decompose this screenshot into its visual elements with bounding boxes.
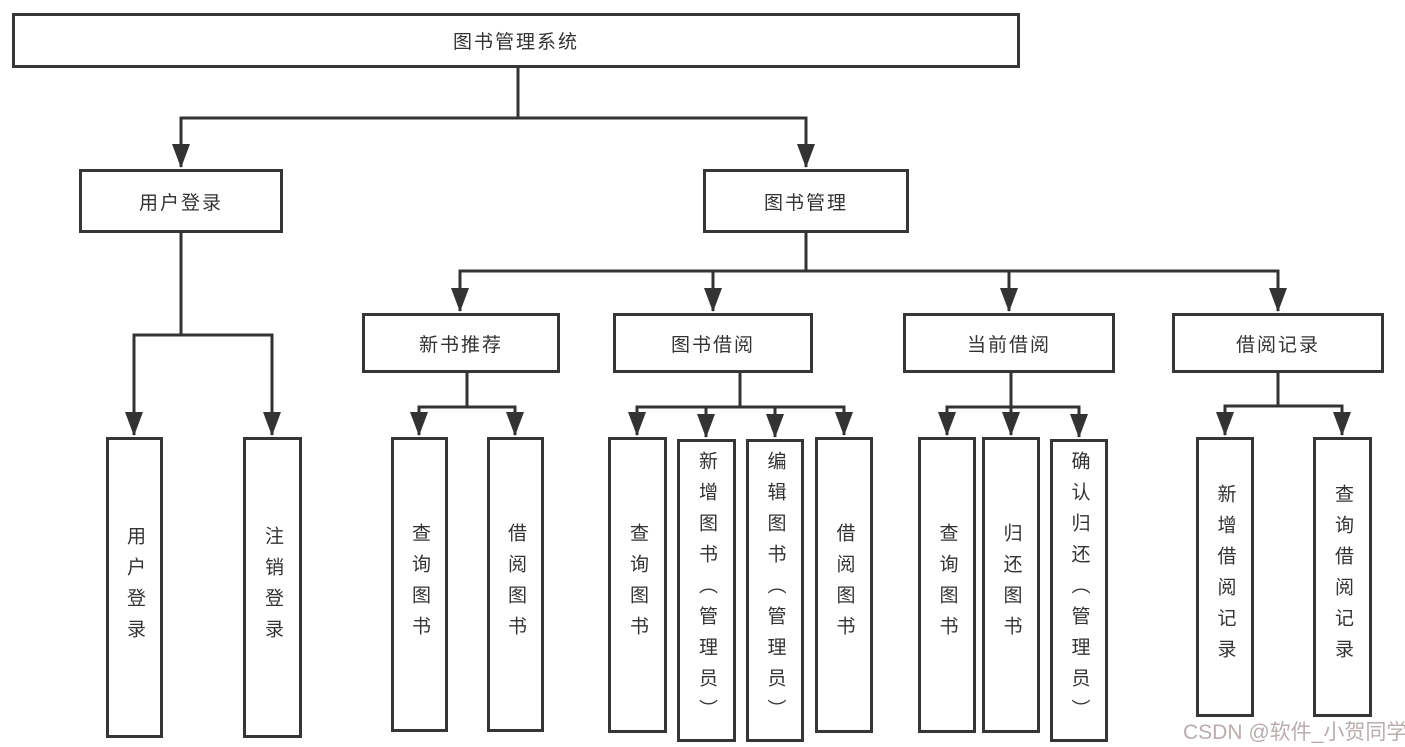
node-leaf-borrow-books-1-label: 借阅图书 [505, 522, 526, 647]
node-leaf-user-login-label: 用户登录 [124, 525, 145, 650]
node-leaf-query-borrow-record: 查询借阅记录 [1313, 437, 1372, 717]
node-leaf-confirm-return-admin: 确认归还（管理员） [1050, 439, 1108, 742]
node-leaf-edit-book-admin: 编辑图书（管理员） [746, 439, 804, 742]
node-leaf-query-books-3-label: 查询图书 [936, 523, 958, 647]
node-user-login-label: 用户登录 [138, 192, 223, 214]
node-user-login: 用户登录 [79, 169, 283, 233]
node-library-system-label: 图书管理系统 [452, 32, 579, 53]
node-leaf-borrow-books-1: 借阅图书 [487, 437, 544, 732]
node-leaf-user-login: 用户登录 [106, 437, 163, 738]
node-leaf-query-books-1: 查询图书 [391, 437, 448, 732]
node-book-borrowing: 图书借阅 [613, 313, 813, 373]
node-leaf-add-book-admin-label: 新增图书（管理员） [696, 451, 717, 730]
node-leaf-return-books: 归还图书 [982, 437, 1040, 733]
node-leaf-query-borrow-record-label: 查询借阅记录 [1332, 484, 1353, 670]
node-leaf-query-books-3: 查询图书 [918, 437, 976, 733]
node-leaf-add-book-admin: 新增图书（管理员） [677, 439, 736, 742]
node-borrowing-records: 借阅记录 [1172, 313, 1384, 373]
node-new-book-recommend-label: 新书推荐 [418, 334, 503, 356]
node-leaf-return-books-label: 归还图书 [1000, 523, 1022, 647]
csdn-watermark: CSDN @软件_小贺同学 [1183, 721, 1405, 744]
node-borrowing-records-label: 借阅记录 [1235, 334, 1320, 356]
node-leaf-add-borrow-record: 新增借阅记录 [1196, 437, 1254, 717]
node-current-borrowing: 当前借阅 [903, 313, 1115, 373]
node-library-system: 图书管理系统 [12, 13, 1020, 68]
node-current-borrowing-label: 当前借阅 [966, 334, 1051, 356]
node-new-book-recommend: 新书推荐 [362, 313, 560, 373]
node-leaf-logout: 注销登录 [243, 437, 302, 738]
node-leaf-logout-label: 注销登录 [262, 525, 283, 650]
node-leaf-query-books-1-label: 查询图书 [409, 522, 430, 647]
node-leaf-query-books-2: 查询图书 [608, 437, 667, 733]
node-leaf-query-books-2-label: 查询图书 [627, 523, 648, 647]
node-book-management-label: 图书管理 [763, 192, 848, 214]
node-leaf-borrow-books-2-label: 借阅图书 [833, 523, 855, 647]
node-book-borrowing-label: 图书借阅 [670, 334, 755, 356]
node-book-management: 图书管理 [703, 169, 909, 233]
node-leaf-confirm-return-admin-label: 确认归还（管理员） [1068, 451, 1090, 730]
node-leaf-edit-book-admin-label: 编辑图书（管理员） [764, 451, 786, 730]
node-leaf-borrow-books-2: 借阅图书 [815, 437, 873, 733]
node-leaf-add-borrow-record-label: 新增借阅记录 [1214, 484, 1236, 670]
